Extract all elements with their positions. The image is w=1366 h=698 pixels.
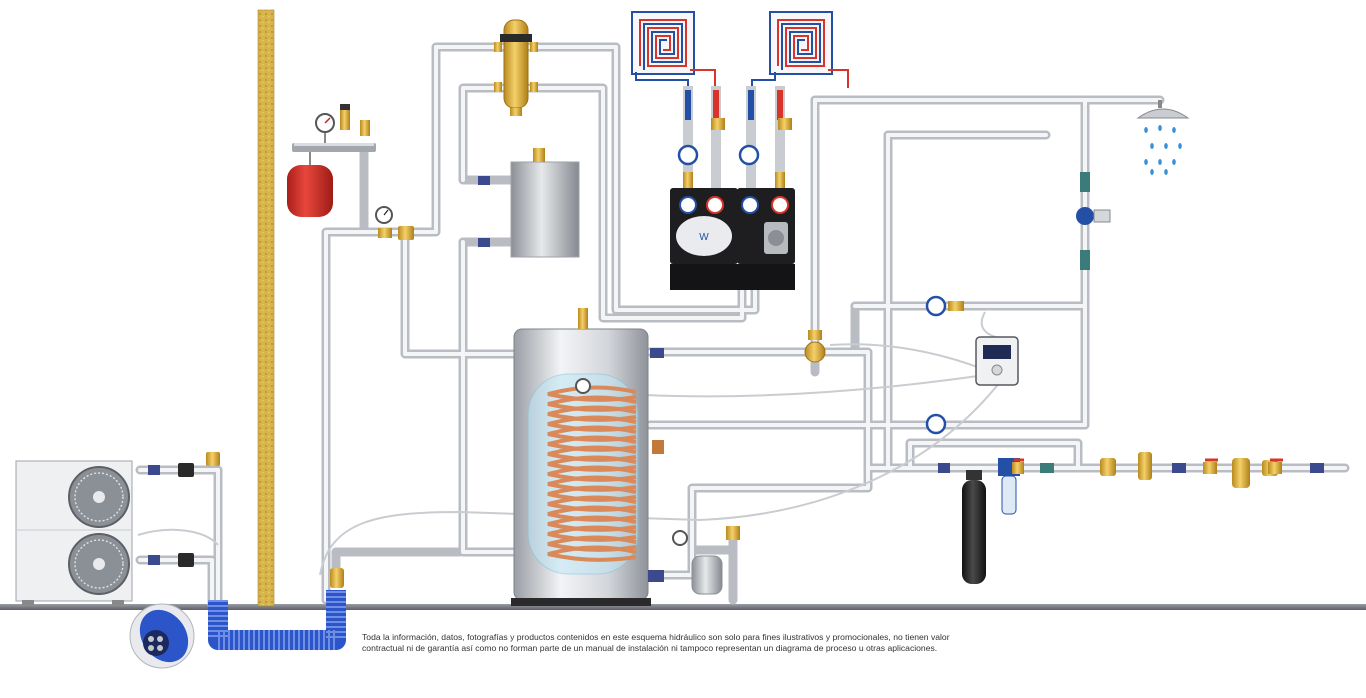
pump-station-icon: W <box>670 188 738 264</box>
floor-heating-coil-icon <box>631 11 716 86</box>
pump-station-icon <box>737 188 795 264</box>
pressure-gauge-icon <box>672 530 688 546</box>
water-drop <box>1144 127 1148 133</box>
fan-icon <box>68 466 130 528</box>
shower-head-icon <box>1136 100 1190 175</box>
controller-icon <box>975 336 1019 386</box>
water-softener-icon <box>962 470 986 584</box>
water-drop <box>1144 159 1148 165</box>
pump-station-base <box>670 264 795 290</box>
mixing-valve-icon <box>804 330 826 363</box>
disclaimer-text: Toda la información, datos, fotografías … <box>362 632 1022 654</box>
water-drop <box>1158 159 1162 165</box>
pressure-gauge-icon <box>315 113 335 133</box>
pressure-gauge-icon <box>375 206 393 224</box>
fan-icon <box>68 533 130 595</box>
coil-turn <box>547 545 637 562</box>
disclaimer-line-2: contractual ni de garantía así como no f… <box>362 643 938 653</box>
pressure-gauge-icon <box>575 378 591 394</box>
expansion-tank-icon <box>287 165 333 217</box>
buffer-tank-icon <box>478 148 580 258</box>
water-drop <box>1158 125 1162 131</box>
water-drop <box>1172 127 1176 133</box>
pressure-gauge-icon <box>925 295 947 317</box>
water-drop <box>1164 169 1168 175</box>
hp-valves <box>148 452 220 567</box>
floor-line <box>0 604 1366 610</box>
pressure-gauge-icon <box>677 144 699 166</box>
water-drop <box>1164 143 1168 149</box>
heat-pump-unit <box>15 460 133 605</box>
pump-station-pipes <box>677 86 792 190</box>
pipe-insulation-icon <box>129 603 195 669</box>
flexible-underground-pipe <box>208 590 346 650</box>
water-drops <box>1144 125 1182 175</box>
ball-valve-icon <box>1012 458 1024 474</box>
disclaimer-line-1: Toda la información, datos, fotografías … <box>362 632 950 642</box>
water-drop <box>1178 143 1182 149</box>
ball-valve-icon <box>1203 458 1218 474</box>
safety-valve <box>330 568 344 588</box>
pressure-gauge-icon <box>925 413 947 435</box>
floor-heating-coil-icon <box>751 11 849 88</box>
sensor-cables <box>137 311 1001 576</box>
water-drop <box>1172 159 1176 165</box>
water-drop <box>1150 143 1154 149</box>
circulation-pump-icon <box>1076 207 1111 225</box>
expansion-group <box>287 104 414 240</box>
water-drop <box>1150 169 1154 175</box>
pressure-gauge-icon <box>738 144 760 166</box>
storage-tank-icon <box>511 308 664 606</box>
expansion-tank-icon <box>691 555 723 595</box>
wall-insulation <box>257 9 275 607</box>
heating-coil <box>547 385 637 562</box>
svg-text:W: W <box>699 232 709 243</box>
ball-valve-icon <box>1268 458 1283 474</box>
hydraulic-separator-icon <box>494 19 538 116</box>
